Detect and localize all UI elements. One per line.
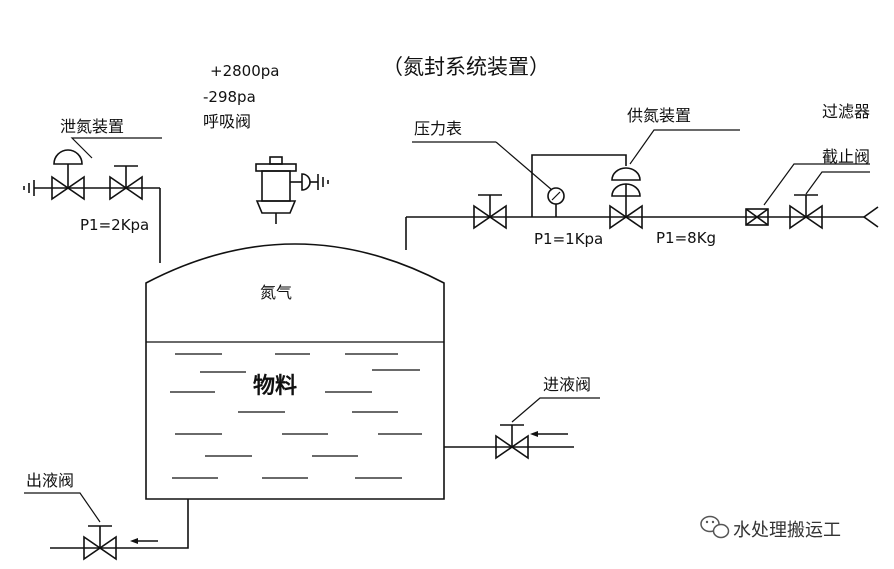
supply-stop-valve-icon: [789, 194, 823, 230]
diagram-title: （氮封系统装置）: [382, 55, 550, 79]
nitrogen-gas-label: 氮气: [260, 283, 292, 302]
pressure-gauge-label: 压力表: [414, 119, 462, 138]
breather-valve-icon: [255, 156, 329, 224]
wechat-icon: [700, 515, 730, 539]
material-label: 物料: [253, 373, 297, 399]
liquid-waves: [170, 353, 422, 479]
watermark: 水处理搬运工: [700, 515, 841, 541]
storage-tank: [145, 243, 445, 500]
inlet-valve-label: 进液阀: [543, 375, 591, 394]
outlet-line: [50, 499, 189, 549]
vent-device-label: 泄氮装置: [60, 117, 124, 136]
stop-valve-label: 截止阀: [822, 147, 870, 166]
filter-icon: [745, 208, 769, 226]
filter-label: 过滤器: [822, 102, 870, 121]
gauge-pressure-label: P1=1Kpa: [534, 230, 603, 248]
supply-device-label: 供氮装置: [627, 106, 691, 125]
outlet-valve-label: 出液阀: [26, 471, 74, 490]
vent-shutoff-valve-icon: [109, 165, 143, 201]
vent-valve-icon: [51, 149, 85, 201]
inlet-valve-icon: [495, 424, 529, 460]
outlet-valve-icon: [83, 525, 117, 561]
breather-pressure-low: -298pa: [203, 88, 256, 106]
inlet-line: [444, 431, 574, 448]
pressure-gauge-icon: [547, 187, 565, 217]
vent-line: [23, 180, 161, 263]
watermark-text: 水处理搬运工: [733, 520, 841, 541]
supply-shutoff-valve-icon: [473, 194, 507, 230]
breather-valve-label: 呼吸阀: [203, 112, 251, 131]
vent-pressure-label: P1=2Kpa: [80, 216, 149, 234]
supply-pressure-label: P1=8Kg: [656, 229, 716, 247]
supply-line: [405, 154, 879, 250]
supply-regulator-valve-icon: [609, 167, 643, 230]
breather-pressure-high: +2800pa: [210, 62, 279, 80]
